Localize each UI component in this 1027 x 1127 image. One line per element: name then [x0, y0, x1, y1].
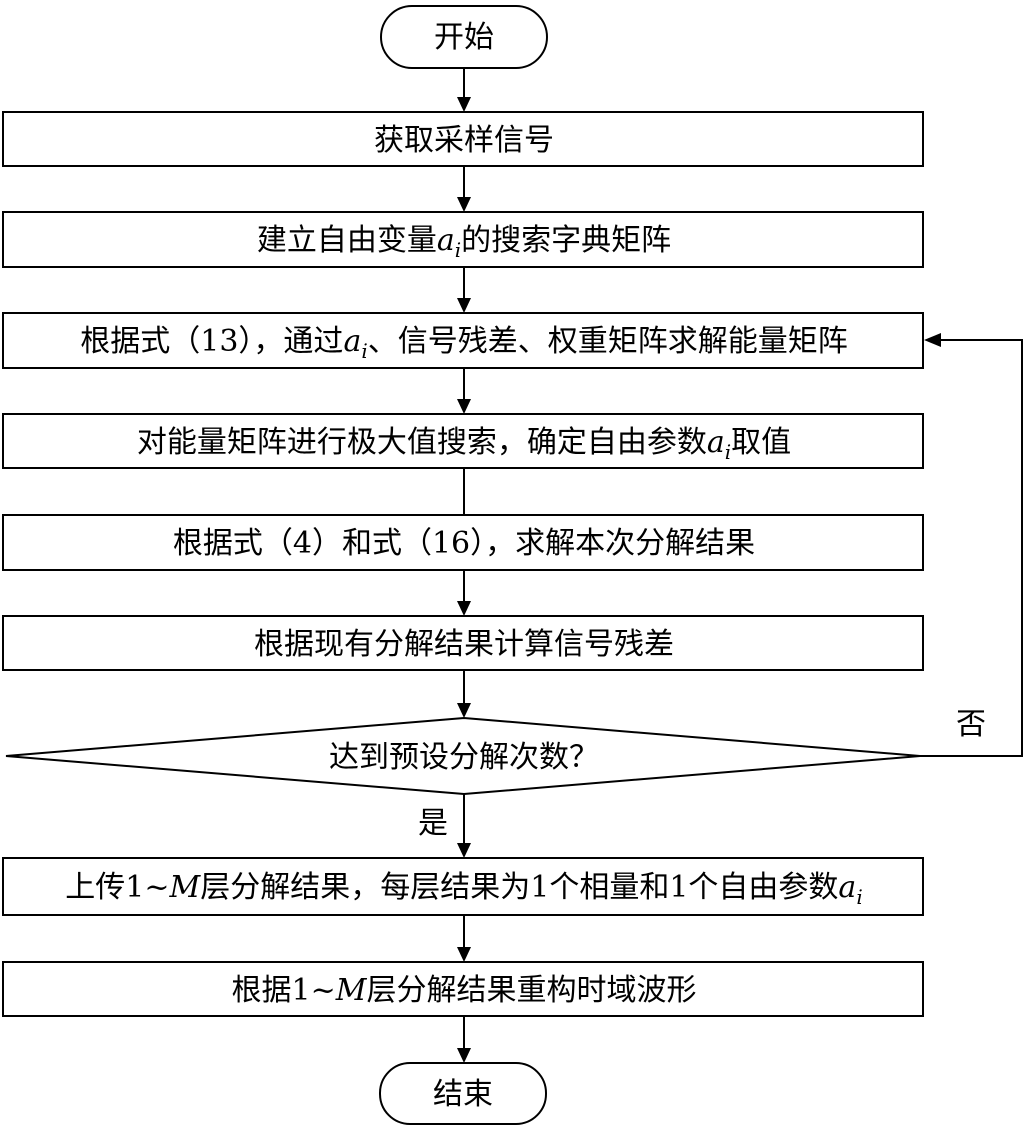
- arrow-s5-s6: [457, 601, 471, 616]
- end-terminal: [379, 1062, 547, 1125]
- step-solve-energy-matrix: [2, 312, 924, 369]
- step-reconstruct-waveform-label: 根据1~M层分解结果重构时域波形: [232, 973, 697, 1008]
- step-max-search-label: 对能量矩阵进行极大值搜索，确定自由参数ai取值: [137, 425, 791, 464]
- step-compute-residual: [2, 615, 924, 671]
- decision-no-label: 否: [956, 707, 986, 742]
- step-max-search: [2, 413, 924, 469]
- step-compute-residual-label: 根据现有分解结果计算信号残差: [254, 627, 674, 662]
- start-label: 开始: [434, 20, 494, 55]
- arrow-decision-s7: [457, 843, 471, 858]
- step-upload-results: [2, 857, 924, 916]
- step-solve-energy-matrix-label: 根据式（13），通过ai、信号残差、权重矩阵求解能量矩阵: [80, 324, 847, 363]
- decision-iterations-reached: [5, 716, 921, 796]
- arrow-s6-decision: [457, 703, 471, 718]
- step-get-samples: [2, 111, 924, 167]
- step-solve-decomposition-label: 根据式（4）和式（16），求解本次分解结果: [173, 526, 755, 561]
- end-label: 结束: [433, 1077, 493, 1112]
- loop-no-path: [920, 339, 1023, 757]
- step-build-dictionary: [2, 211, 924, 268]
- step-reconstruct-waveform: [2, 961, 924, 1017]
- decision-yes-label: 是: [418, 806, 448, 841]
- arrow-s8-end: [457, 1048, 471, 1063]
- arrow-s7-s8: [457, 947, 471, 962]
- step-build-dictionary-label: 建立自由变量ai的搜索字典矩阵: [257, 223, 671, 262]
- arrow-s3-s4: [457, 399, 471, 414]
- step-get-samples-label: 获取采样信号: [374, 123, 554, 158]
- step-upload-results-label: 上传1~M层分解结果，每层结果为1个相量和1个自由参数ai: [65, 870, 862, 909]
- arrow-start-s1: [457, 97, 471, 112]
- decision-label: 达到预设分解次数？: [329, 740, 599, 775]
- arrow-loop-no: [924, 333, 941, 347]
- arrow-s1-s2: [457, 197, 471, 212]
- step-solve-decomposition: [2, 514, 924, 571]
- arrow-s2-s3: [457, 298, 471, 313]
